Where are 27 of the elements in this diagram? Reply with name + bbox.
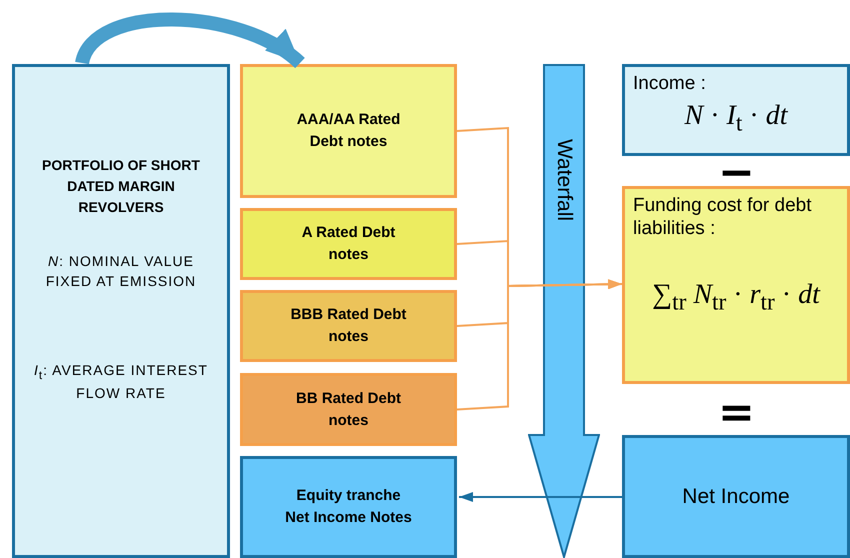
variable-definition: N: NOMINAL VALUE FIXED AT EMISSION — [44, 252, 198, 291]
box-text: BB Rated Debt notes — [294, 388, 402, 430]
box-heading: Income : — [633, 73, 707, 96]
tranche-box — [240, 290, 457, 362]
waterfall-label: Waterfall — [552, 138, 576, 222]
portfolio-box — [12, 64, 230, 558]
portfolio-heading: PORTFOLIO OF SHORT DATED MARGIN REVOLVERS — [41, 156, 201, 217]
variable-definition: I$_{t}$: AVERAGE INTEREST FLOW RATE — [33, 361, 209, 404]
box-heading: Funding cost for debt liabilities : — [633, 195, 812, 241]
box-text: A Rated Debt notes — [300, 223, 396, 265]
operator-sign: = — [718, 398, 755, 428]
box-text: BBB Rated Debt notes — [290, 305, 408, 347]
formula: ∑$_{tr}$ N$_{tr}$ · r$_{tr}$ · dt — [651, 278, 822, 316]
tranche-box — [240, 64, 457, 198]
operator-sign: − — [718, 158, 755, 188]
income-box — [622, 64, 850, 156]
arrow — [456, 279, 622, 410]
box-text: Equity tranche Net Income Notes — [284, 486, 413, 528]
tranche-box — [240, 208, 457, 280]
arrow — [459, 492, 622, 502]
tranche-box — [240, 373, 457, 446]
box-text: AAA/AA Rated Debt notes — [296, 110, 402, 152]
net-income-box — [622, 435, 850, 558]
formula: N · I$_{t}$ · dt — [683, 100, 789, 138]
equity-tranche-box — [240, 456, 457, 558]
box-text: Net Income — [682, 484, 790, 508]
funding-cost-box — [622, 186, 850, 384]
